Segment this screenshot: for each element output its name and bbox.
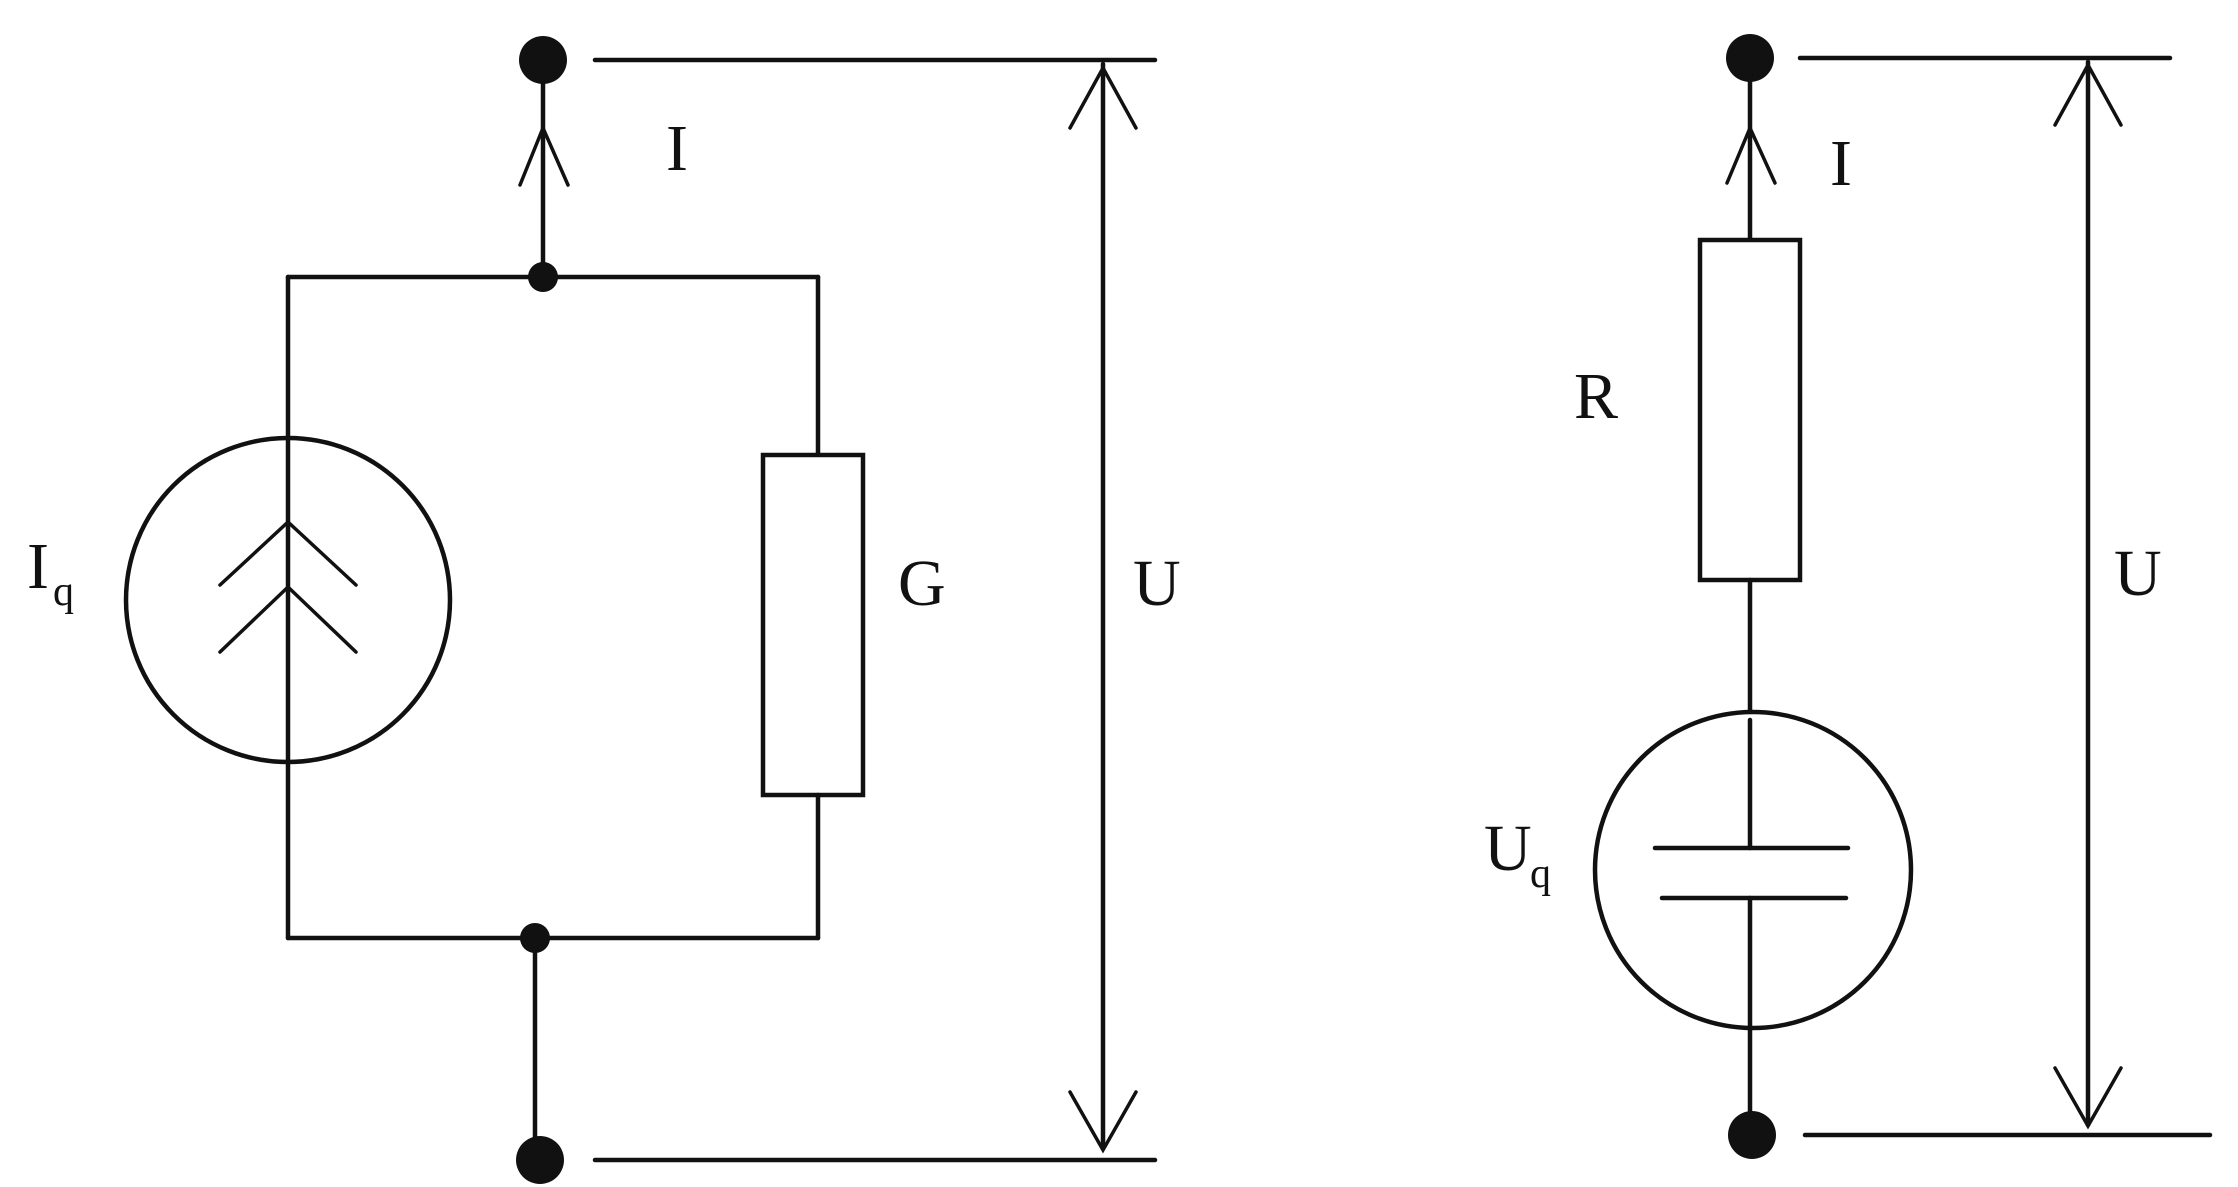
current-arrow	[518, 123, 570, 187]
bottom-terminal	[516, 1136, 564, 1184]
bottom-terminal	[1728, 1111, 1776, 1159]
source-subscript: q	[1530, 851, 1551, 897]
resistor-r	[1697, 237, 1803, 583]
current-label: I	[666, 112, 688, 185]
voltage-arrowhead-top	[1068, 64, 1138, 130]
conductance-g	[760, 452, 866, 798]
source-arrow-upper	[218, 519, 358, 587]
voltage-label: U	[2114, 537, 2162, 610]
resistance-label: R	[1574, 360, 1618, 433]
source-subscript: q	[53, 569, 74, 615]
voltage-label: U	[1133, 547, 1181, 620]
current-source-circuit: I I q G U	[27, 36, 1181, 1184]
current-label: I	[1830, 127, 1852, 200]
source-label: I	[27, 530, 49, 603]
conductance-label: G	[898, 547, 946, 620]
top-node	[528, 262, 558, 292]
current-arrow	[1725, 123, 1777, 185]
voltage-arrowhead-top	[2053, 61, 2123, 127]
source-label: U	[1484, 812, 1532, 885]
voltage-arrowhead-bottom	[2053, 1066, 2123, 1130]
source-arrow-lower	[218, 584, 358, 654]
voltage-source-symbol	[1592, 709, 1914, 1031]
voltage-source-circuit: I R U q U	[1484, 34, 2213, 1159]
voltage-arrowhead-bottom	[1068, 1090, 1138, 1154]
